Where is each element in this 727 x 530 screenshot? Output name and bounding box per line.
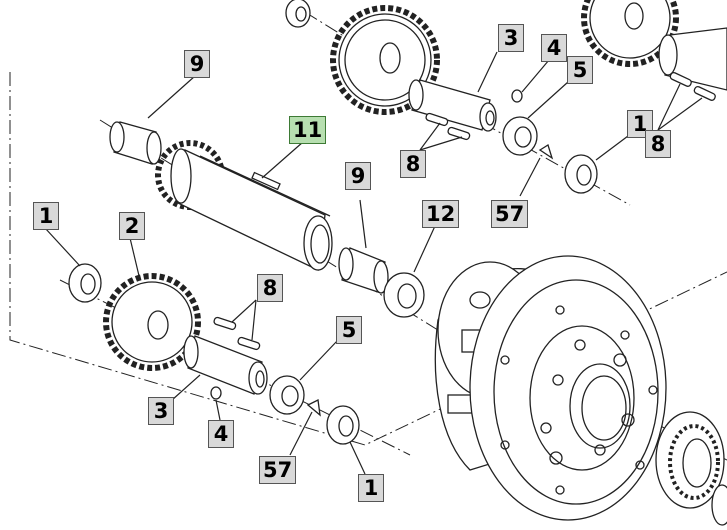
callout-9-right[interactable]: 9 [345, 162, 371, 190]
callout-2[interactable]: 2 [119, 212, 145, 240]
callout-1-top-right[interactable]: 1 [627, 110, 653, 138]
washer-5-bottom [269, 375, 305, 415]
callout-11-highlighted[interactable]: 11 [289, 116, 327, 144]
bushing-9-right [338, 247, 389, 294]
callout-1-left[interactable]: 1 [33, 202, 59, 230]
callout-12[interactable]: 12 [422, 200, 460, 228]
callout-8-top-right[interactable]: 8 [645, 130, 671, 158]
bearing-bottom-right [655, 411, 727, 526]
callout-5-bottom[interactable]: 5 [336, 316, 362, 344]
callout-9-top-left[interactable]: 9 [184, 50, 210, 78]
washer-12 [383, 272, 425, 318]
pins-8-top [425, 112, 471, 141]
planet-carrier-housing [434, 255, 667, 521]
shaft-top-right [658, 27, 727, 91]
washer-1-left [68, 263, 102, 303]
callout-5-top[interactable]: 5 [567, 56, 593, 84]
gear-top-right [581, 0, 679, 67]
leader-lines [44, 51, 703, 475]
callout-57-top[interactable]: 57 [491, 200, 529, 228]
shaft-3-bottom [183, 335, 268, 395]
gear-shaft-11 [155, 140, 333, 271]
callout-3-top[interactable]: 3 [498, 24, 524, 52]
callout-4-top[interactable]: 4 [541, 34, 567, 62]
pins-8-top-right [669, 71, 716, 101]
shaft-3-top [408, 79, 497, 132]
pins-8-bottom [213, 316, 261, 351]
callout-3-bottom[interactable]: 3 [148, 397, 174, 425]
callout-8-bottom[interactable]: 8 [257, 274, 283, 302]
callout-4-bottom[interactable]: 4 [208, 420, 234, 448]
callout-57-bottom[interactable]: 57 [259, 456, 297, 484]
bushing-9-left [109, 121, 162, 165]
callout-1-bottom[interactable]: 1 [358, 474, 384, 502]
washer-top-left [285, 0, 311, 28]
callout-8-top[interactable]: 8 [400, 150, 426, 178]
o-ring-4-bottom [210, 386, 222, 400]
o-ring-4-top [511, 89, 523, 103]
gear-top-center [330, 5, 440, 115]
washer-1-bottom [326, 405, 360, 445]
clip-57-top [538, 144, 554, 160]
washer-1-top [564, 154, 598, 194]
gear-2 [103, 273, 201, 371]
clip-57-bottom [306, 399, 321, 417]
washer-5-top [502, 116, 538, 156]
